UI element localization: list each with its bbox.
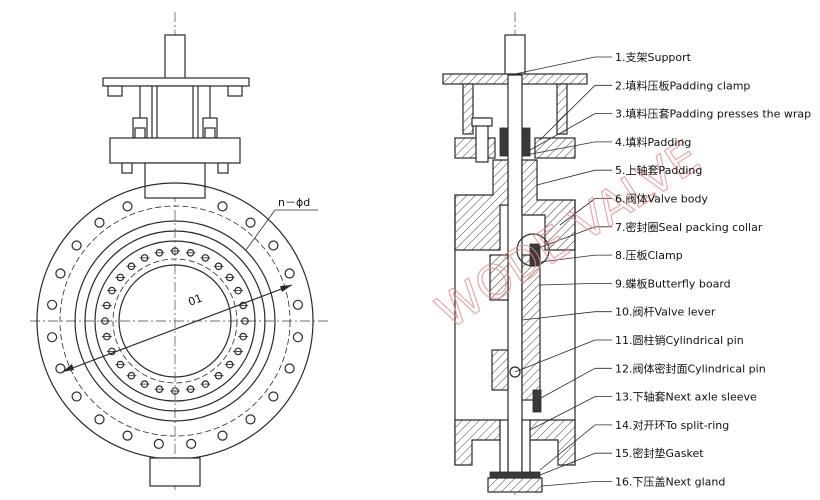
outer-bolt-hole: [122, 201, 133, 212]
section-view: [442, 12, 612, 495]
outer-bolt-hole: [153, 438, 164, 449]
outer-bolt-holes: [46, 201, 303, 449]
leader-line: [536, 169, 596, 186]
outer-bolt-hole: [268, 391, 279, 402]
part-label: 1.支架Support: [615, 51, 692, 64]
part-leaders: [514, 56, 612, 487]
part-label: 7.密封圈Seal packing collar: [615, 220, 763, 234]
part-label: 10.阀杆Valve lever: [615, 305, 716, 319]
leader-line: [539, 452, 596, 476]
leader-line: [541, 481, 596, 487]
front-stem-top: [164, 34, 186, 81]
outer-bolt-hole: [217, 430, 228, 441]
outer-bolt-hole: [46, 332, 58, 343]
leader-line: [532, 226, 596, 251]
front-view: 01 n－ϕd: [30, 12, 330, 492]
outer-bolt-hole: [245, 217, 256, 228]
part-label: 6.阀体Valve body: [615, 192, 708, 206]
leader-line: [539, 254, 596, 263]
part-label: 2.填料压板Padding clamp: [615, 78, 750, 92]
section-stem-top: [504, 34, 526, 76]
part-label: 11.圆柱销Cylindrical pin: [615, 333, 744, 347]
leader-line: [540, 367, 596, 399]
outer-bolt-hole: [284, 268, 295, 279]
part-label: 15.密封垫Gasket: [615, 446, 704, 460]
leader-line: [559, 198, 596, 226]
leader-line: [529, 113, 596, 151]
outer-bolt-hole: [55, 363, 66, 374]
part-label: 16.下压盖Next gland: [615, 475, 725, 489]
part-label: 3.填料压套Padding presses the wrap: [615, 107, 811, 121]
leader-line: [514, 339, 596, 373]
front-bore: [118, 264, 232, 378]
outer-bolt-hole: [292, 299, 303, 310]
leader-line: [539, 85, 596, 141]
outer-bolt-hole: [292, 332, 303, 343]
leader-line: [539, 283, 596, 286]
inner-bolt-holes: [100, 247, 250, 395]
part-label: 13.下轴套Next axle sleeve: [615, 390, 757, 404]
outer-bolt-hole: [94, 217, 105, 228]
outer-bolt-hole: [284, 363, 295, 374]
leader-line: [539, 424, 596, 471]
leader-line: [521, 311, 596, 321]
part-label: 14.对开环To split-ring: [615, 418, 729, 432]
bolt-hole-label: n－ϕd: [278, 196, 310, 209]
outer-bolt-hole: [186, 438, 197, 449]
leader-line: [529, 396, 596, 431]
part-label: 5.上轴套Padding: [615, 163, 702, 177]
outer-bolt-hole: [71, 240, 82, 251]
part-label: 12.阀体密封面Cylindrical pin: [615, 361, 766, 375]
part-label: 4.填料Padding: [615, 135, 691, 149]
front-neck-flange: [109, 137, 241, 164]
part-label: 8.压板Clamp: [615, 248, 683, 262]
part-labels: 1.支架Support 2.填料压板Padding clamp 3.填料压套Padd…: [615, 51, 811, 489]
outer-bolt-hole: [71, 391, 82, 402]
leader-line: [525, 141, 596, 156]
part-label: 9.蝶板Butterfly board: [615, 276, 731, 290]
outer-bolt-hole: [245, 414, 256, 425]
leader-line: [514, 56, 596, 75]
outer-bolt-hole: [217, 201, 228, 212]
outer-bolt-hole: [46, 299, 58, 310]
diameter-label: 01: [186, 292, 204, 309]
outer-bolt-hole: [55, 268, 66, 279]
front-support-plate: [102, 77, 250, 87]
outer-bolt-hole: [122, 430, 133, 441]
outer-bolt-hole: [94, 414, 105, 425]
outer-bolt-hole: [268, 240, 279, 251]
